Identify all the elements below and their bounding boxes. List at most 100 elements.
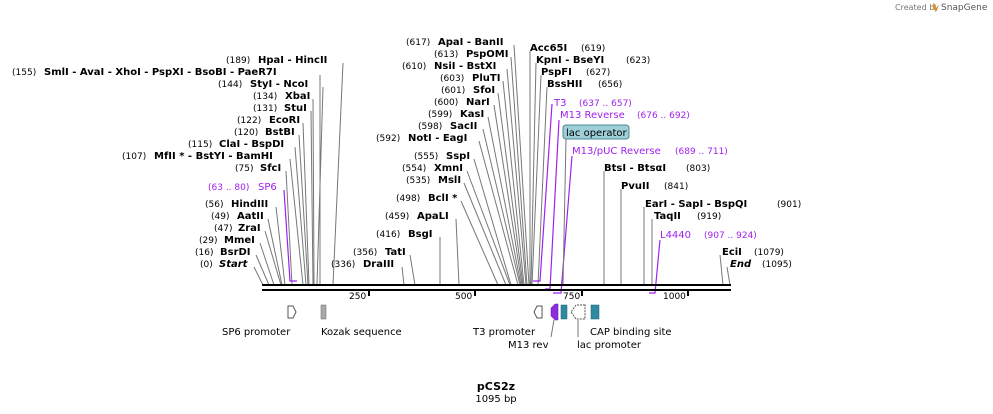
leader-nari [493,104,523,286]
site-label[interactable]: SfoI [473,85,495,96]
snapgene-icon [933,3,938,11]
leader-sfoi [497,92,524,286]
site-label[interactable]: MmeI [224,235,255,246]
site-label[interactable]: DraIII [363,259,394,270]
lac-operator-label: lac operator [566,128,627,139]
site-label[interactable]: PspFI [541,67,572,78]
site-label[interactable]: AatII [237,211,264,222]
site-label[interactable]: EcoRI [269,115,300,126]
site-label[interactable]: BsrDI [220,247,251,258]
primer-m13-reverse[interactable]: M13 Reverse [560,110,625,121]
end-label[interactable]: End [730,259,752,270]
site-label[interactable]: NsiI - BstXI [434,61,496,72]
site-label[interactable]: MslI [438,175,461,186]
site-pos: (75) [235,164,253,174]
site-label[interactable]: BssHII [547,79,582,90]
site-pos: (47) [214,224,232,234]
site-label[interactable]: ApaI - BanII [438,37,503,48]
leader-start [253,266,264,286]
start-label[interactable]: Start [219,259,249,270]
site-label[interactable]: XbaI [285,91,310,102]
leader-apai [513,44,530,286]
t3-promoter-label: T3 promoter [472,327,536,338]
site-label[interactable]: TaqII [654,211,681,222]
site-label[interactable]: SacII [450,121,477,132]
site-label[interactable]: ApaLI [417,211,449,222]
site-pos: (535) [406,176,430,186]
leader-pluti [502,80,525,286]
primer-sp6[interactable]: SP6 [258,182,277,193]
t3-promoter-shape[interactable] [533,305,543,319]
snapgene-logo[interactable]: SnapGene [933,3,988,13]
site-label[interactable]: SfcI [260,163,281,174]
lac-promoter-shape[interactable] [570,304,586,320]
site-pos: (901) [777,200,801,210]
site-pos: (134) [253,92,277,102]
lac-operator-shape[interactable] [560,304,568,320]
m13-rev-shape[interactable] [550,303,559,321]
site-label[interactable]: EarI - SapI - BspQI [645,199,747,210]
site-label[interactable]: BclI * [428,193,458,204]
site-label[interactable]: StuI [284,103,307,114]
site-pos: (29) [199,236,217,246]
site-label[interactable]: KasI [460,109,484,120]
site-label[interactable]: HpaI - HincII [258,55,327,66]
mid-labels: (617) ApaI - BanII (613) PspOMI (610) Ns… [331,37,508,270]
primer-range: (63 .. 80) [208,183,249,193]
site-pos: (1079) [754,248,784,258]
backbone [262,284,731,291]
credit-text: Created by [895,3,939,12]
sp6-promoter-label: SP6 promoter [222,327,291,338]
site-label[interactable]: Acc65I [530,43,567,54]
sp6-primer-line [283,189,297,282]
primer-t3[interactable]: T3 [553,98,566,109]
leader-pspfi [531,74,542,286]
site-label[interactable]: MfII * - BstYI - BamHI [154,151,273,162]
site-label[interactable]: BstBI [265,127,295,138]
map-title: pCS2z [477,380,515,393]
site-pos: (554) [402,164,426,174]
site-label[interactable]: ClaI - BspDI [219,139,284,150]
site-label[interactable]: EciI [722,247,742,258]
site-pos: (803) [686,164,710,174]
primer-m13puc-reverse[interactable]: M13/pUC Reverse [572,146,661,157]
leader-clai [294,146,307,286]
site-pos: (144) [218,80,242,90]
kozak-shape[interactable] [320,304,327,320]
site-pos: (416) [376,230,400,240]
site-label[interactable]: StyI - NcoI [250,79,308,90]
site-label[interactable]: NotI - EagI [408,133,467,144]
tick-label: 1000 [663,292,686,302]
cap-site-shape[interactable] [590,304,600,320]
site-label[interactable]: SmlI - AvaI - XhoI - PspXI - BsoBI - Pae… [44,67,277,78]
site-label[interactable]: PluTI [472,73,500,84]
sp6-promoter-shape[interactable] [287,305,297,319]
site-label[interactable]: KpnI - BseYI [536,55,604,66]
site-label[interactable]: HindIII [231,199,268,210]
site-label[interactable]: TatI [385,247,406,258]
site-pos: (189) [226,56,250,66]
site-pos: (600) [434,98,458,108]
site-label[interactable]: BsgI [408,229,432,240]
site-pos: (919) [697,212,721,222]
leader-bstbi [298,134,309,286]
brand-text: SnapGene [941,3,988,13]
site-label[interactable]: PvuII [621,181,649,192]
site-pos: (336) [331,260,355,270]
site-label[interactable]: PspOMI [466,49,508,60]
site-pos: (603) [440,74,464,84]
site-pos: (0) [200,260,213,270]
site-label[interactable]: SspI [446,151,470,162]
site-pos: (131) [253,104,277,114]
site-pos: (598) [418,122,442,132]
primer-l4440[interactable]: L4440 [660,230,691,241]
site-label[interactable]: BtsI - BtsαI [604,163,666,174]
site-label[interactable]: ZraI [238,223,261,234]
site-pos: (115) [188,140,212,150]
site-label[interactable]: XmnI [434,163,463,174]
site-label[interactable]: NarI [466,97,490,108]
site-pos: (120) [234,128,258,138]
leader-pspomi [510,56,528,286]
leader-lines [253,44,731,286]
lac-operator-badge[interactable]: lac operator [562,124,630,140]
